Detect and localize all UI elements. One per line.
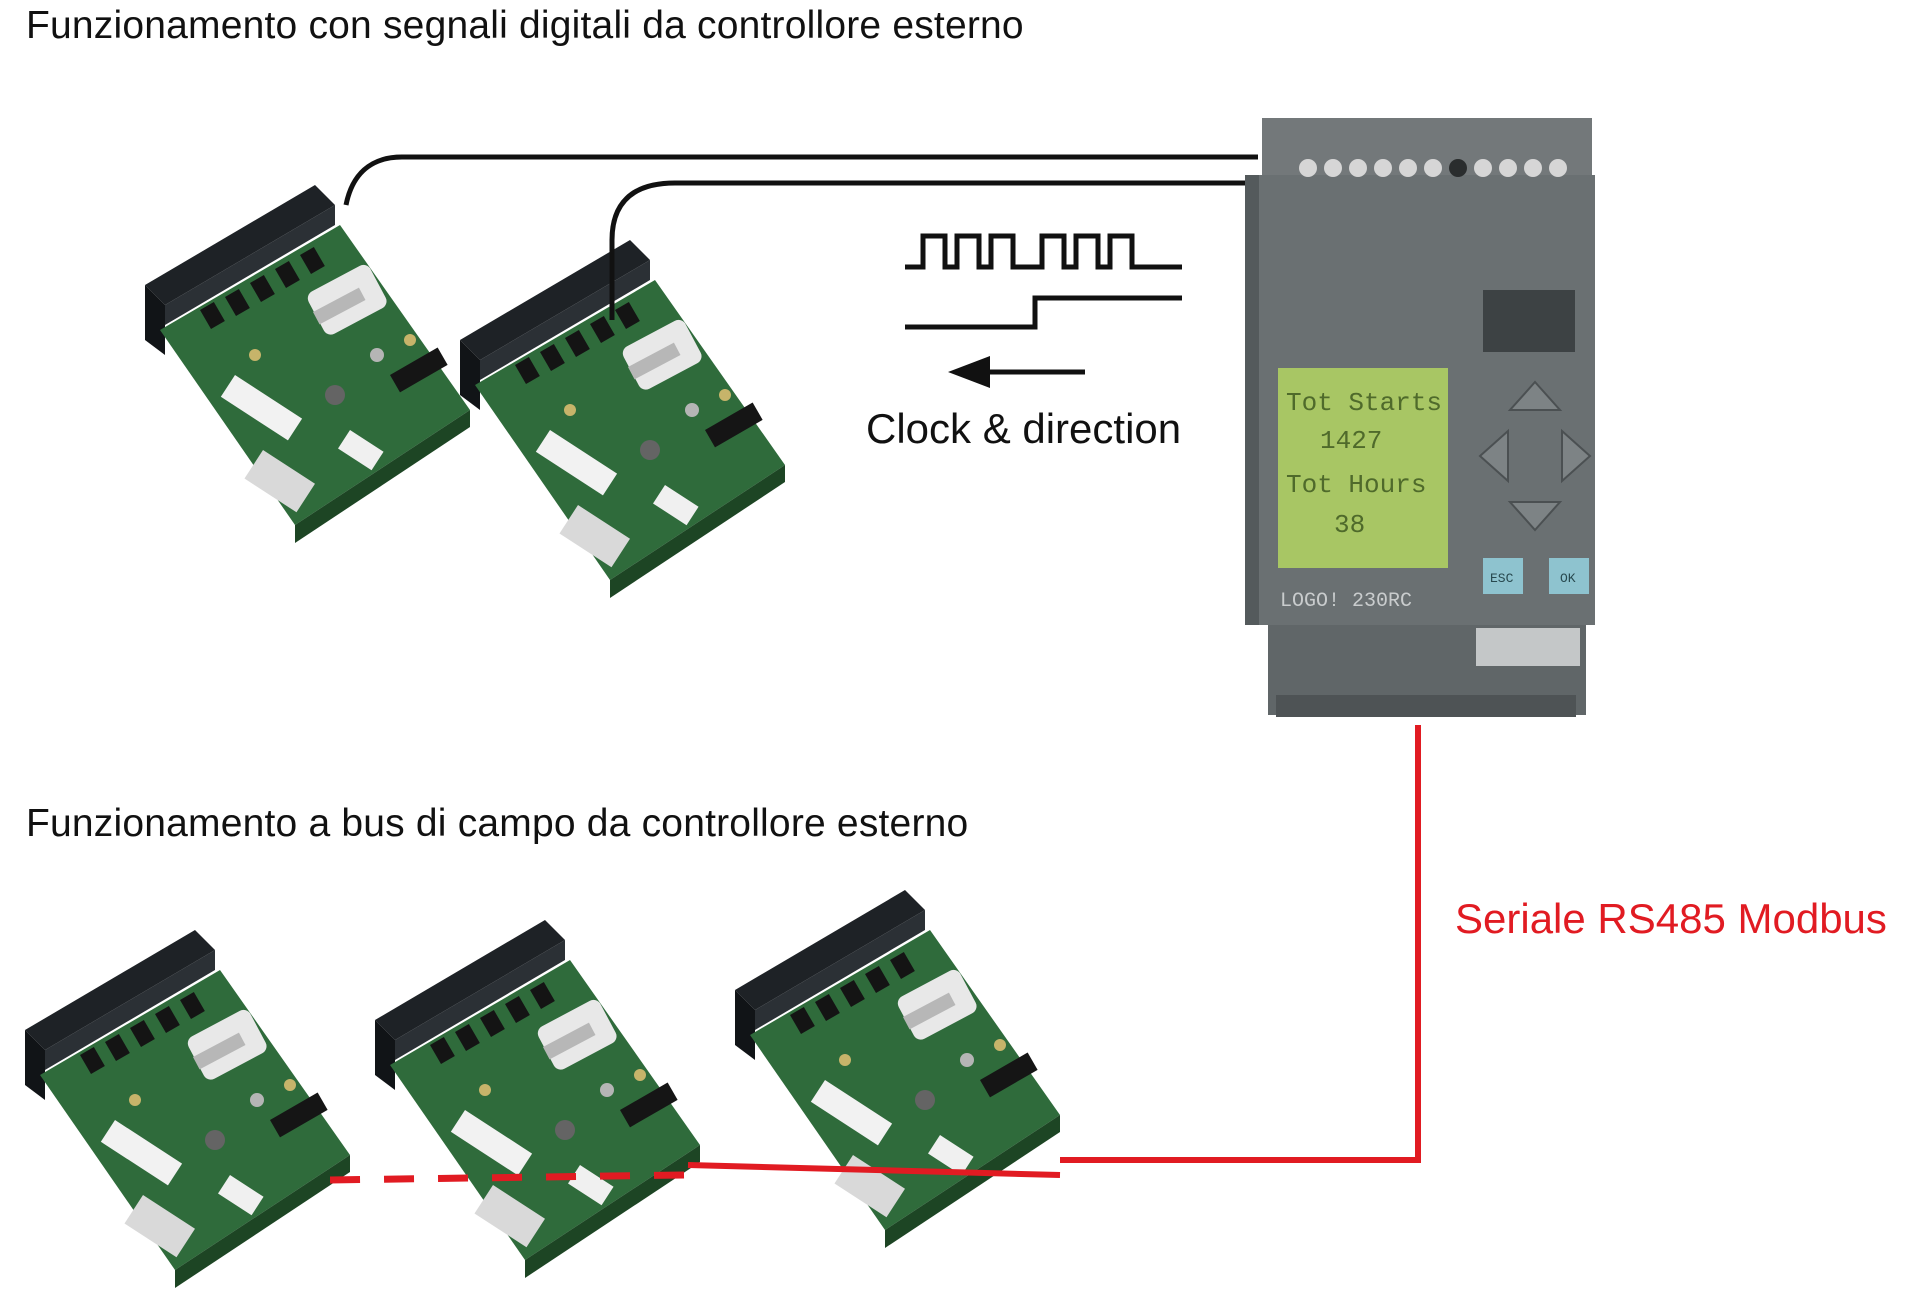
plc-lcd [1278,368,1448,568]
plc-esc-label: ESC [1490,571,1514,586]
rs485-bus-label: Seriale RS485 Modbus [1455,895,1887,942]
plc-controller: Tot Starts 1427 Tot Hours 38 ESC OK LOGO… [1245,118,1595,717]
driver-board-top-2 [460,240,785,598]
rs485-bus-segment [687,1162,1061,1178]
rs485-bus-line [1060,725,1421,1163]
clock-direction-label: Clock & direction [866,405,1182,452]
plc-brand: LOGO! 230RC [1280,590,1412,613]
driver-board-bottom-2 [375,920,700,1278]
plc-ok-label: OK [1560,571,1576,586]
plc-ok-button [1549,558,1589,594]
driver-board-bottom-3 [735,890,1060,1248]
plc-esc-button [1483,558,1523,594]
plc-keypad [1478,380,1592,532]
driver-board-bottom-1 [25,930,350,1288]
heading-fieldbus: Funzionamento a bus di campo da controll… [26,802,969,845]
lcd-line-4: 38 [1334,510,1365,540]
clock-pulse-waveform [905,233,1182,270]
left-arrow-icon [948,356,1085,388]
lcd-line-2: 1427 [1320,426,1382,456]
heading-digital-signals: Funzionamento con segnali digitali da co… [26,4,1024,47]
rs485-bus-dashed [327,1171,685,1184]
clock-wire [343,154,1258,206]
lcd-line-3: Tot Hours [1286,470,1426,500]
lcd-line-1: Tot Starts [1286,388,1442,418]
driver-board-top-1 [145,185,470,543]
direction-waveform [905,295,1182,330]
direction-wire [609,180,1258,320]
